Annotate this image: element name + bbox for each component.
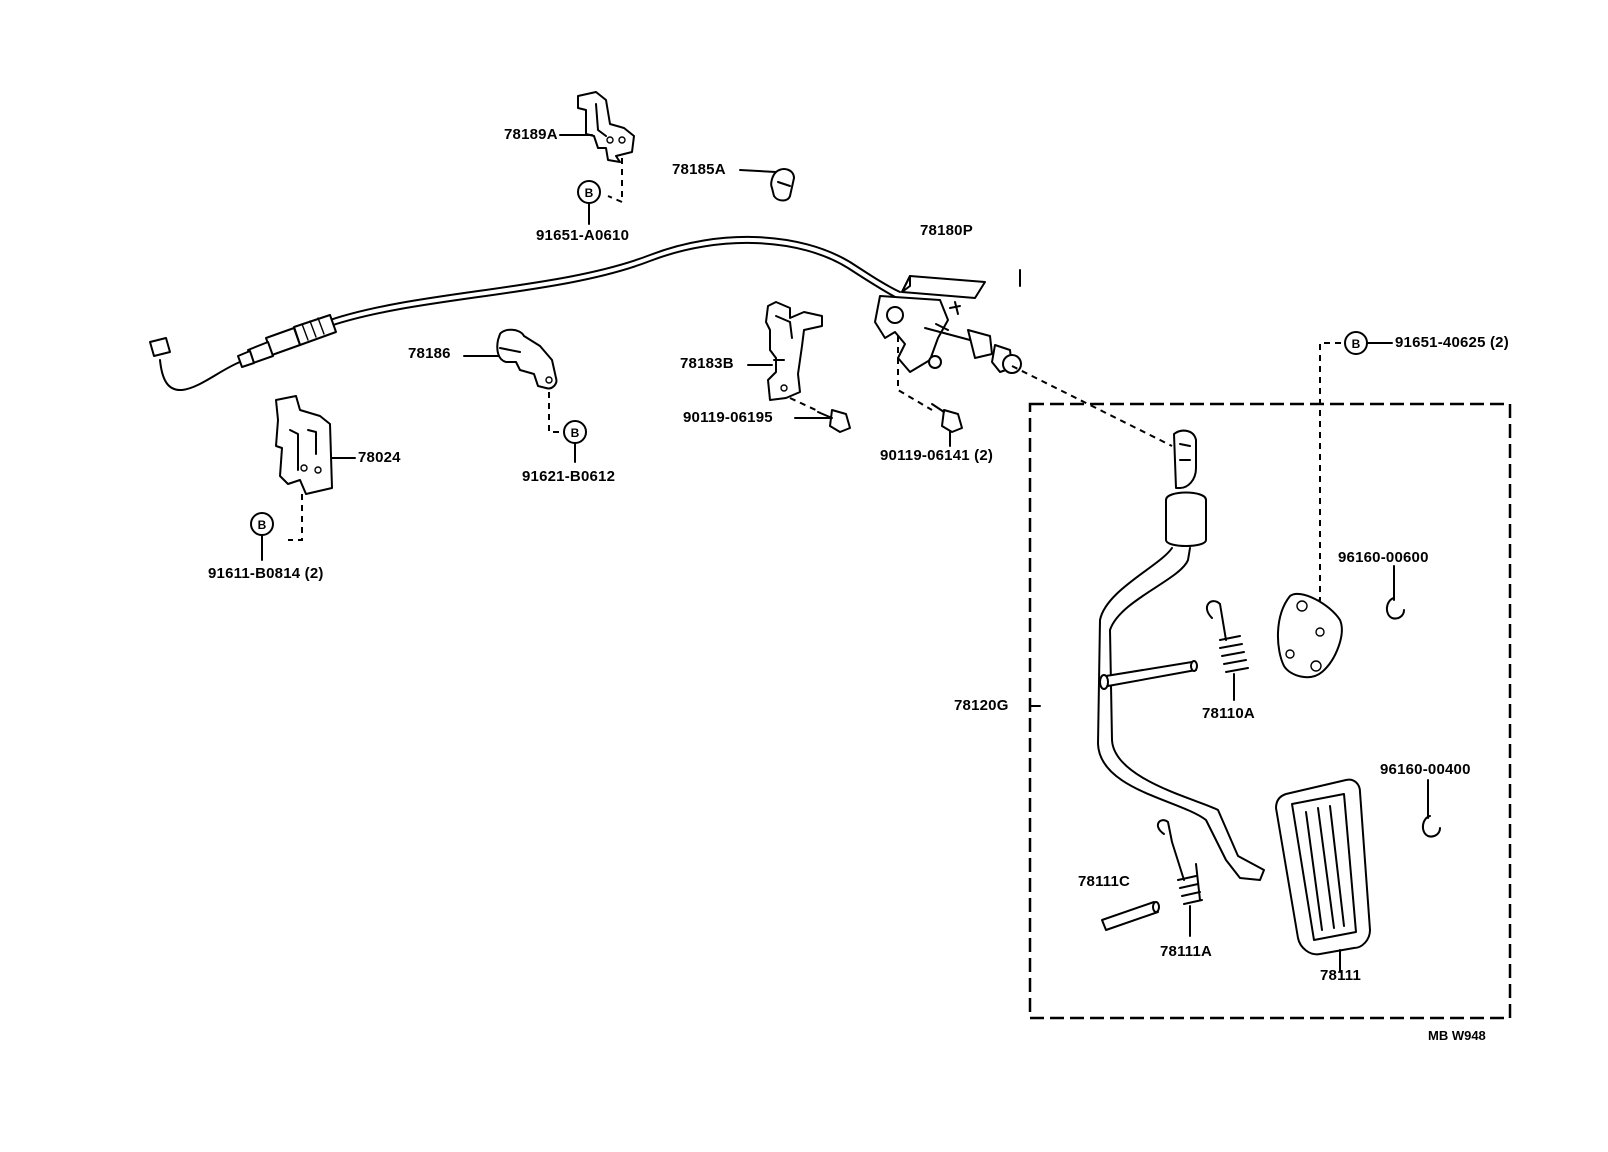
svg-text:B: B: [585, 186, 594, 200]
bracket-78180p: [874, 275, 1022, 374]
accelerator-cable: [149, 235, 901, 392]
svg-text:B: B: [571, 426, 580, 440]
assembly-frame-78120g: [1028, 402, 1512, 1020]
label-78111: 78111: [1320, 967, 1362, 984]
label-91651-40625: 91651-40625 (2): [1395, 334, 1509, 351]
label-78120g: 78120G: [954, 697, 1009, 714]
label-78024: 78024: [358, 449, 401, 466]
label-91651-a0610: 91651-A0610: [536, 227, 630, 244]
label-78110a: 78110A: [1202, 705, 1255, 722]
pedal-pad-78111: [1275, 778, 1371, 973]
label-78180p: 78180P: [920, 222, 973, 239]
bracket-78024: [275, 395, 356, 495]
badge-b-91611-b0814: B: [250, 512, 274, 561]
label-78186: 78186: [408, 345, 451, 362]
badge-b-91621-b0612: B: [563, 420, 587, 463]
stopper-plate: [1276, 592, 1343, 679]
label-91611-b0814: 91611-B0814 (2): [208, 565, 324, 582]
clip-78185a: [739, 168, 795, 202]
label-90119-06195: 90119-06195: [683, 409, 773, 426]
label-96160-00400: 96160-00400: [1380, 761, 1471, 778]
pedal-arm-78120g: [1097, 429, 1265, 881]
svg-text:B: B: [1352, 337, 1361, 351]
label-90119-06141: 90119-06141 (2): [880, 447, 994, 464]
bracket-78183b: [747, 301, 823, 401]
label-78111c: 78111C: [1078, 873, 1131, 890]
bolt-90119-06195: [789, 397, 851, 433]
badge-b-91651-a0610: B: [577, 180, 601, 225]
pin-78111c: [1101, 901, 1160, 931]
label-96160-00600: 96160-00600: [1338, 549, 1429, 566]
label-78183b: 78183B: [680, 355, 734, 372]
spring-78111a: [1156, 819, 1203, 937]
spring-78110a: [1206, 600, 1249, 701]
bolt-90119-06141: [897, 336, 963, 447]
badge-b-91651-40625: B: [1344, 331, 1393, 355]
label-78189a: 78189A: [504, 126, 558, 143]
clamp-78189a: [559, 91, 635, 163]
e-clip-96160-00400: [1422, 779, 1441, 838]
label-91621-b0612: 91621-B0612: [522, 468, 616, 485]
svg-text:B: B: [258, 518, 267, 532]
diagram-code: MB W948: [1428, 1028, 1486, 1043]
label-78111a: 78111A: [1160, 943, 1213, 960]
e-clip-96160-00600: [1386, 565, 1405, 620]
bracket-78186: [463, 328, 558, 390]
label-78185a: 78185A: [672, 161, 726, 178]
